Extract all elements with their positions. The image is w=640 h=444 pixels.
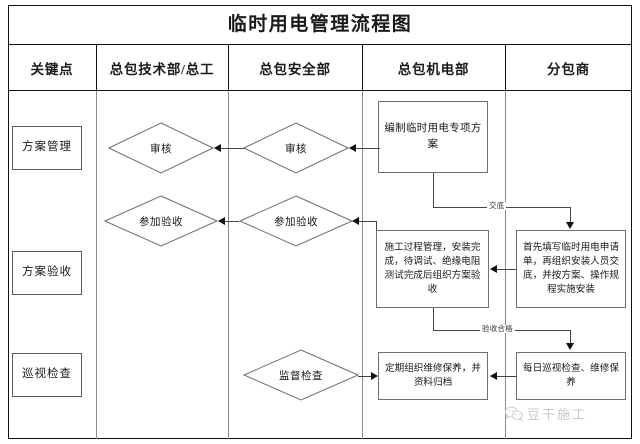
column-header-general-contractor-safety: 总包安全部 — [259, 62, 331, 77]
decision-tech-join-acceptance[interactable]: 参加验收 — [104, 195, 218, 247]
connector-into-sub-vertical — [570, 207, 571, 223]
arrow-into-safety-review — [349, 143, 356, 152]
page-title: 临时用电管理流程图 — [227, 14, 413, 35]
connector-management-down-stub — [433, 308, 434, 330]
decision-safety-join-acceptance[interactable]: 参加验收 — [239, 195, 353, 247]
process-sub-daily-patrol[interactable]: 每日巡视检查、维修保养 — [516, 352, 626, 400]
process-mep-prepare-plan[interactable]: 编制临时用电专项方案 — [378, 101, 488, 173]
connector-mep-plan-to-safety-review — [350, 148, 380, 149]
watermark-text: 豆干施工 — [527, 407, 588, 422]
arrow-into-sub-apply-install — [566, 222, 574, 229]
column-divider-3 — [362, 91, 364, 439]
column-divider-3-header — [362, 45, 364, 91]
column-header-subcontractor: 分包商 — [547, 62, 590, 77]
arrow-into-sub-daily-patrol — [566, 343, 574, 350]
diamond-shape — [239, 195, 353, 247]
column-divider-4-header — [505, 45, 507, 91]
decision-label: 审核 — [285, 143, 307, 155]
decision-safety-supervise[interactable]: 监督检查 — [243, 349, 359, 401]
column-divider-2-header — [228, 45, 230, 91]
arrow-into-safety-join-acceptance — [352, 216, 359, 225]
connector-supervise-to-maintenance — [358, 376, 372, 377]
arrow-into-mep-maintenance-from-supervise — [371, 371, 378, 380]
header-row: 关键点 总包技术部/总工 总包安全部 总包机电部 分包商 — [8, 45, 632, 91]
arrow-into-mep-maintenance — [490, 371, 497, 380]
wechat-icon — [505, 406, 523, 422]
diamond-shape — [108, 122, 214, 174]
connector-plan-down-stub — [433, 173, 434, 207]
edge-label-disclosure: 交底 — [487, 201, 507, 210]
process-mep-construction-management[interactable]: 施工过程管理，安装完成，待调试、绝缘电阻测试完成后组织方案验收 — [376, 230, 489, 308]
connector-sub-install-to-mep-management — [491, 269, 517, 270]
column-header-general-contractor-mep: 总包机电部 — [397, 62, 470, 77]
decision-label: 监督检查 — [279, 370, 323, 382]
diagram-frame — [8, 5, 632, 439]
arrow-into-tech-review — [214, 143, 221, 152]
arrow-into-tech-join-acceptance — [218, 216, 225, 225]
connector-mep-management-up-stub — [376, 221, 377, 230]
decision-label: 参加验收 — [139, 216, 183, 228]
column-divider-4 — [505, 91, 507, 439]
column-divider-1-header — [96, 45, 98, 91]
key-point-plan-acceptance[interactable]: 方案验收 — [12, 251, 82, 295]
connector-safety-acceptance-to-tech-acceptance — [219, 221, 239, 222]
diamond-shape — [243, 122, 349, 174]
title-band: 临时用电管理流程图 — [8, 5, 632, 45]
column-divider-1 — [96, 91, 98, 439]
column-divider-2 — [228, 91, 230, 439]
key-point-patrol-inspection[interactable]: 巡视检查 — [12, 353, 82, 397]
connector-into-daily-patrol-vertical — [570, 330, 571, 344]
diamond-shape — [104, 195, 218, 247]
watermark: 豆干施工 — [505, 404, 587, 423]
connector-mep-management-to-safety-acceptance — [354, 221, 376, 222]
process-mep-periodic-maintenance[interactable]: 定期组织维修保养，并资料归档 — [378, 352, 488, 400]
column-header-general-contractor-tech: 总包技术部/总工 — [109, 62, 215, 77]
decision-label: 参加验收 — [274, 216, 318, 228]
decision-tech-review[interactable]: 审核 — [108, 122, 214, 174]
process-sub-apply-and-install[interactable]: 首先填写临时用电申请单，再组织安装人员交底，并按方案、操作规程实施安装 — [516, 230, 626, 308]
arrow-into-mep-management — [490, 264, 497, 273]
edge-label-acceptance-passed: 验收合格 — [480, 324, 515, 333]
connector-safety-review-to-tech-review — [215, 148, 244, 149]
diamond-shape — [243, 349, 359, 401]
decision-label: 审核 — [150, 143, 172, 155]
column-header-key-points: 关键点 — [30, 62, 74, 77]
decision-safety-review[interactable]: 审核 — [243, 122, 349, 174]
key-point-plan-management[interactable]: 方案管理 — [12, 126, 82, 170]
connector-daily-patrol-to-maintenance — [491, 376, 517, 377]
